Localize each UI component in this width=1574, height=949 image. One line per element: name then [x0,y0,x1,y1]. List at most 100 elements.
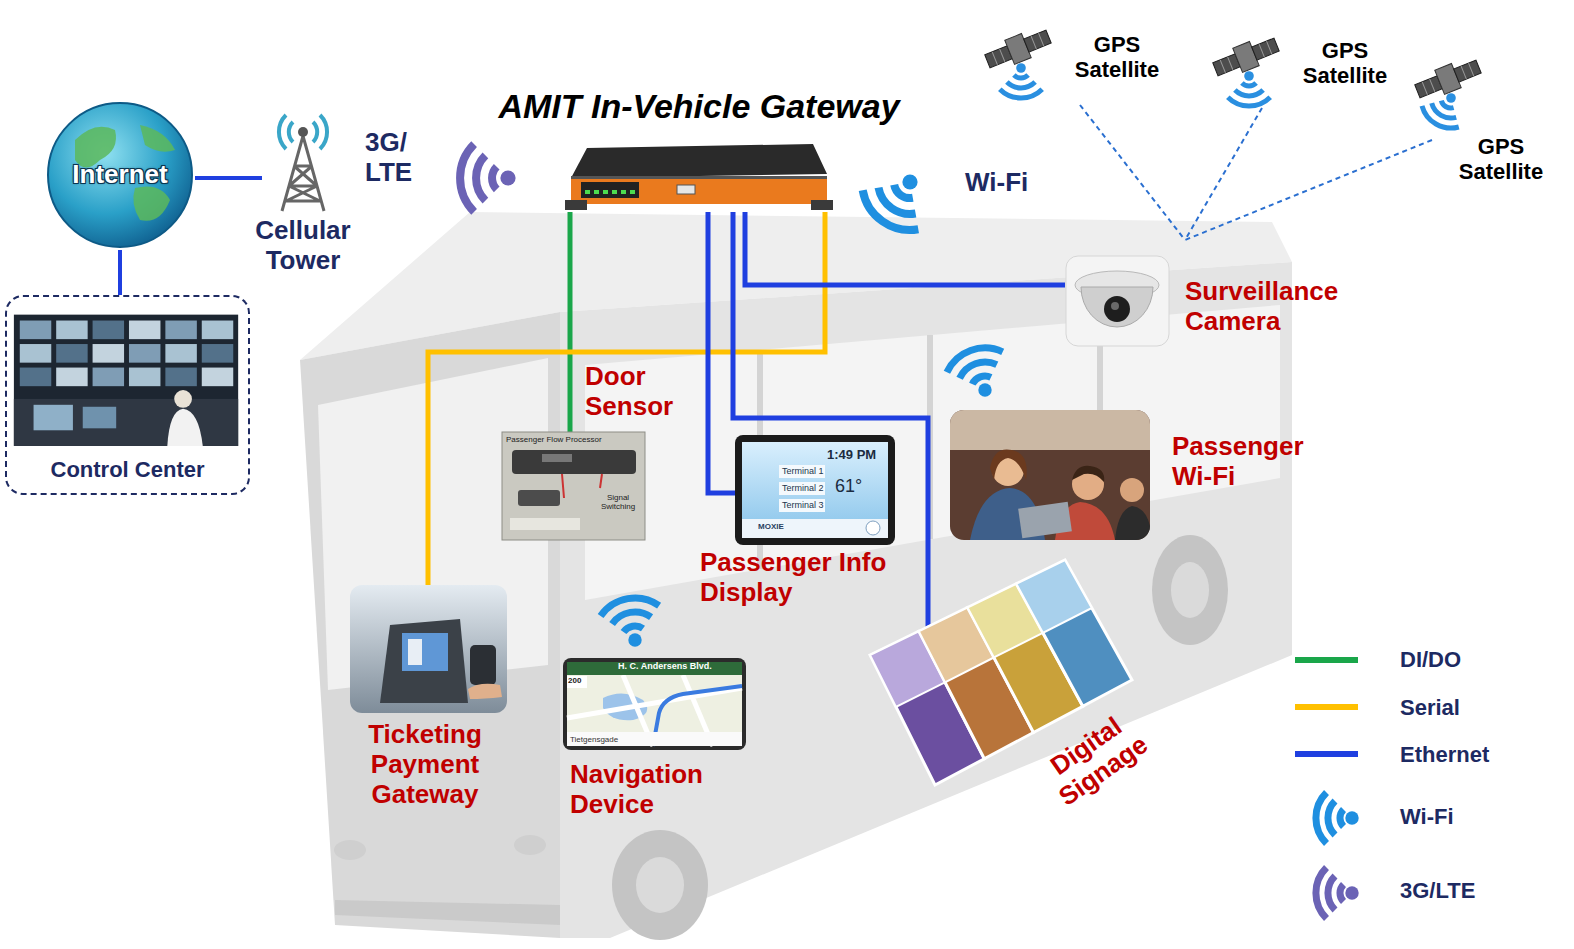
control-center-box-art-part [129,344,160,363]
gps-satellite-art-part [1252,38,1279,60]
wireless-symbols-part [612,612,651,624]
control-center-box-art-part [93,368,124,387]
gps-satellite-art [985,28,1073,103]
in-vehicle-gateway-art [565,140,833,212]
gps-satellite-art-part [1024,30,1051,52]
door-sensor-art-part [562,474,602,498]
internet-globe-art-part [140,125,175,152]
wireless-symbols-part [894,185,913,198]
legend-samples [1295,660,1358,754]
gps-satellite-art-part [1220,60,1225,73]
wireless-symbols-part [500,170,515,185]
control-center-box-art-part [20,321,51,340]
cable-connector [195,176,262,180]
legend-text: Wi-Fi [1400,804,1454,829]
control-center-box-art-part [83,407,116,429]
passenger-info-display-art-part [742,442,888,538]
gps-signal-line [1080,105,1432,240]
control-center-box-art-part [14,315,238,446]
gps-satellite-art-part [1211,33,1282,82]
door-sensor-art-part [510,518,580,530]
in-vehicle-gateway-art-part [630,190,635,194]
wireless-symbols-part [972,376,991,384]
wireless-symbols [460,144,1359,918]
control-center-box-art-part [34,405,73,430]
screen-time: 1:49 PM [827,448,876,463]
control-center-box-art-part [202,344,233,363]
surveillance-camera-art-part [1111,302,1119,310]
internet-globe-art-part [133,187,170,221]
navigation-device-art-part [567,662,742,675]
passenger-info-display-art-part [866,521,880,535]
gps-satellite-art-part [1422,106,1459,128]
wireless-symbols-part [947,348,1003,372]
wireless-symbols-part [601,598,660,616]
ticketing-payment-gateway-art-part [470,645,496,685]
control-center-box-art-part [93,321,124,340]
node-label: Control Center [7,457,248,482]
wireless-symbols-part [476,155,485,200]
cellular-tower: Cellular Tower [262,106,345,215]
control-center-box-art-part [93,344,124,363]
in-vehicle-gateway-art-part [677,185,695,194]
control-center-box-art-part [20,368,51,387]
node-label: Surveillance Camera [1185,277,1365,337]
control-center-box-art-part [165,368,196,387]
node-label: GPS Satellite [1451,134,1551,185]
digital-signage-art-part [1016,560,1132,706]
internet-globe: Internet [45,100,195,250]
control-center-box-art-part [20,344,51,363]
ticketing-payment-gateway-art-part [350,585,507,713]
passenger-wifi-art-part [1072,466,1104,482]
legend-samples-part [1295,751,1358,757]
bus-illustration-part [1171,562,1209,618]
gps-satellite-art-part [1000,89,1042,98]
node-label: Cellular Tower [238,216,368,276]
wireless-symbols-part [628,633,641,646]
control-center-box-art-part [56,368,87,387]
legend-text: DI/DO [1400,647,1461,672]
in-vehicle-gateway: AMIT In-Vehicle Gateway [565,140,833,212]
gps-satellite-art-part [1235,90,1263,96]
in-vehicle-gateway-art-part [621,190,626,194]
surveillance-camera-art-part [1081,287,1153,327]
control-center-box-art-part [202,368,233,387]
gps-satellite-art-part [1430,79,1435,92]
door-sensor-art-part [512,450,636,474]
cable-connector [745,212,1065,285]
gps-satellite-art-part [1441,101,1453,108]
control-center-box-art-part [174,390,192,408]
door-sensor-art [502,432,645,540]
control-center-box-art-part [129,321,160,340]
control-center-box-art-part [56,344,87,363]
node-label: GPS Satellite [1067,32,1167,83]
in-vehicle-gateway-art-part [571,176,827,179]
cellular-tower-art-part [279,115,327,149]
gps-satellite-art-part [1461,66,1466,79]
in-vehicle-gateway-art-part [585,190,590,194]
wireless-symbols-part [1316,793,1327,844]
gps-satellite-art-part [1446,93,1456,103]
passenger-info-display-art-part [742,519,888,538]
cellular-tower-art-part [298,127,308,137]
wireless-symbols-part [978,383,991,396]
door-sensor-art-part [542,454,572,462]
gps-satellite-art [1415,58,1505,138]
control-center-box-art-part [14,399,238,446]
digital-signage: Digital Signage [870,560,1132,785]
passenger-info-display-art-part [779,499,825,512]
screen-temperature: 61° [835,476,862,497]
passenger-wifi-art-part [1018,502,1072,539]
passenger-wifi-art-part [1120,478,1144,502]
legend-text: Ethernet [1400,742,1489,767]
door-sensor-art-part [502,432,645,540]
gps-satellite-art [1213,36,1301,108]
wireless-symbols-part [863,190,919,230]
navigation-device-art-part [567,732,742,746]
cellular-tower-art-part [282,136,324,211]
wireless-symbols-part [1328,876,1335,910]
gps-satellite-art-part [1242,83,1256,86]
legend-text: Serial [1400,695,1460,720]
control-center-box-art-part [129,368,160,387]
